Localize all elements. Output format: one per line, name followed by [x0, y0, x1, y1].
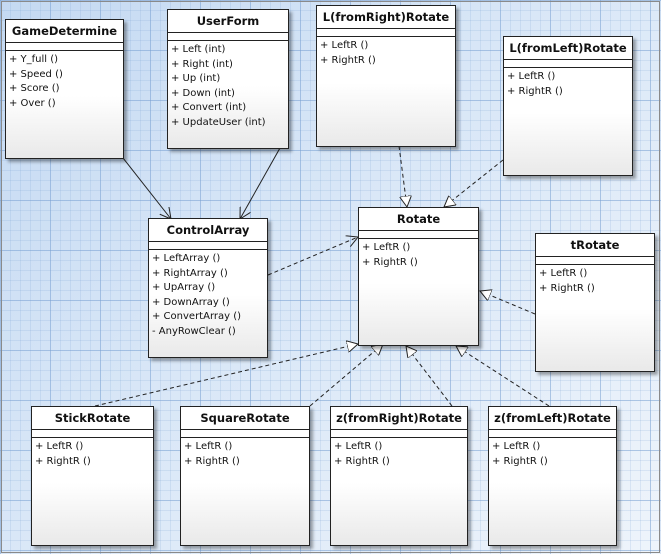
link-zfromright-to-rotate — [406, 346, 453, 407]
operation: + LeftR () — [35, 441, 84, 452]
operation: + RightR () — [35, 455, 91, 467]
class-name: UserForm — [196, 14, 260, 28]
operation-compartment: + LeftArray () + RightArray () + UpArray… — [149, 249, 267, 340]
attribute-compartment — [149, 241, 267, 249]
operation: + LeftArray () — [152, 253, 221, 264]
operation: + DownArray () — [152, 296, 230, 308]
operation: + Up (int) — [171, 73, 221, 85]
operation: + Over () — [9, 97, 56, 109]
operation-compartment: + LeftR () + RightR () — [536, 264, 654, 296]
operation-compartment: + LeftR () + RightR () — [317, 36, 455, 68]
operation-compartment: + LeftR () + RightR () — [504, 67, 632, 99]
class-l-from-left-rotate[interactable]: L(fromLeft)Rotate + LeftR () + RightR () — [503, 36, 633, 176]
class-name: tRotate — [570, 238, 620, 252]
operation-compartment: + LeftR () + RightR () — [331, 437, 467, 469]
link-lfromleft-to-rotate — [444, 159, 504, 207]
attribute-compartment — [181, 429, 309, 437]
operation: + LeftR () — [507, 71, 556, 82]
operation: + Y_full () — [9, 54, 59, 65]
link-controlarray-to-rotate — [267, 237, 358, 276]
class-user-form[interactable]: UserForm + Left (int) + Right (int) + Up… — [167, 9, 289, 149]
operation: + LeftR () — [492, 441, 541, 452]
operation: + Score () — [9, 83, 60, 95]
link-trotate-to-rotate — [480, 291, 536, 315]
attribute-compartment — [6, 42, 123, 50]
attribute-compartment — [317, 28, 455, 36]
attribute-compartment — [331, 429, 467, 437]
link-lfromright-to-rotate — [398, 145, 407, 207]
class-name: z(fromLeft)Rotate — [494, 411, 611, 425]
operation: + Left (int) — [171, 44, 226, 55]
operation: + RightR () — [362, 256, 418, 268]
operation: + LeftR () — [362, 242, 411, 253]
class-game-determine[interactable]: GameDetermine + Y_full () + Speed () + S… — [5, 19, 124, 159]
class-name: L(fromLeft)Rotate — [509, 41, 627, 55]
link-zfromleft-to-rotate — [456, 346, 550, 407]
operation: + LeftR () — [539, 268, 588, 279]
link-userform-to-controlarray — [240, 147, 281, 219]
operation: + RightR () — [507, 85, 563, 97]
class-name: L(fromRight)Rotate — [322, 10, 450, 24]
operation-compartment: + LeftR () + RightR () — [32, 437, 153, 469]
class-rotate[interactable]: Rotate + LeftR () + RightR () — [358, 207, 479, 346]
operation: + RightR () — [334, 455, 390, 467]
operation: + RightArray () — [152, 267, 228, 279]
operation: + RightR () — [320, 54, 376, 66]
attribute-compartment — [32, 429, 153, 437]
class-name: Rotate — [396, 212, 441, 226]
link-stickrotate-to-rotate — [94, 344, 358, 407]
operation: + RightR () — [539, 282, 595, 294]
class-name: GameDetermine — [11, 24, 118, 38]
operation: + LeftR () — [334, 441, 383, 452]
class-l-from-right-rotate[interactable]: L(fromRight)Rotate + LeftR () + RightR (… — [316, 5, 456, 147]
class-name: z(fromRight)Rotate — [336, 411, 462, 425]
class-t-rotate[interactable]: tRotate + LeftR () + RightR () — [535, 233, 655, 372]
class-name: SquareRotate — [200, 411, 290, 425]
operation: + LeftR () — [320, 40, 369, 51]
class-name: ControlArray — [166, 223, 250, 237]
class-control-array[interactable]: ControlArray + LeftArray () + RightArray… — [148, 218, 268, 358]
class-name: StickRotate — [54, 411, 131, 425]
class-z-from-left-rotate[interactable]: z(fromLeft)Rotate + LeftR () + RightR () — [488, 406, 617, 546]
operation: + Down (int) — [171, 87, 235, 99]
operation: - AnyRowClear () — [152, 325, 236, 337]
operation: + ConvertArray () — [152, 311, 242, 323]
attribute-compartment — [489, 429, 616, 437]
operation: + LeftR () — [184, 441, 233, 452]
operation: + Speed () — [9, 68, 63, 80]
operation: + UpdateUser (int) — [171, 116, 266, 128]
operation: + Convert (int) — [171, 102, 247, 114]
attribute-compartment — [359, 230, 478, 238]
class-stick-rotate[interactable]: StickRotate + LeftR () + RightR () — [31, 406, 154, 546]
operation-compartment: + Y_full () + Speed () + Score () + Over… — [6, 50, 123, 111]
attribute-compartment — [536, 256, 654, 264]
operation-compartment: + LeftR () + RightR () — [359, 238, 478, 270]
operation-compartment: + Left (int) + Right (int) + Up (int) + … — [168, 40, 288, 131]
link-squarerotate-to-rotate — [309, 344, 383, 407]
attribute-compartment — [168, 32, 288, 40]
class-z-from-right-rotate[interactable]: z(fromRight)Rotate + LeftR () + RightR (… — [330, 406, 468, 546]
link-gamedetermine-to-controlarray — [122, 157, 171, 219]
operation: + Right (int) — [171, 58, 233, 70]
operation: + RightR () — [184, 455, 240, 467]
operation-compartment: + LeftR () + RightR () — [181, 437, 309, 469]
operation: + UpArray () — [152, 282, 216, 294]
attribute-compartment — [504, 59, 632, 67]
operation: + RightR () — [492, 455, 548, 467]
class-square-rotate[interactable]: SquareRotate + LeftR () + RightR () — [180, 406, 310, 546]
operation-compartment: + LeftR () + RightR () — [489, 437, 616, 469]
